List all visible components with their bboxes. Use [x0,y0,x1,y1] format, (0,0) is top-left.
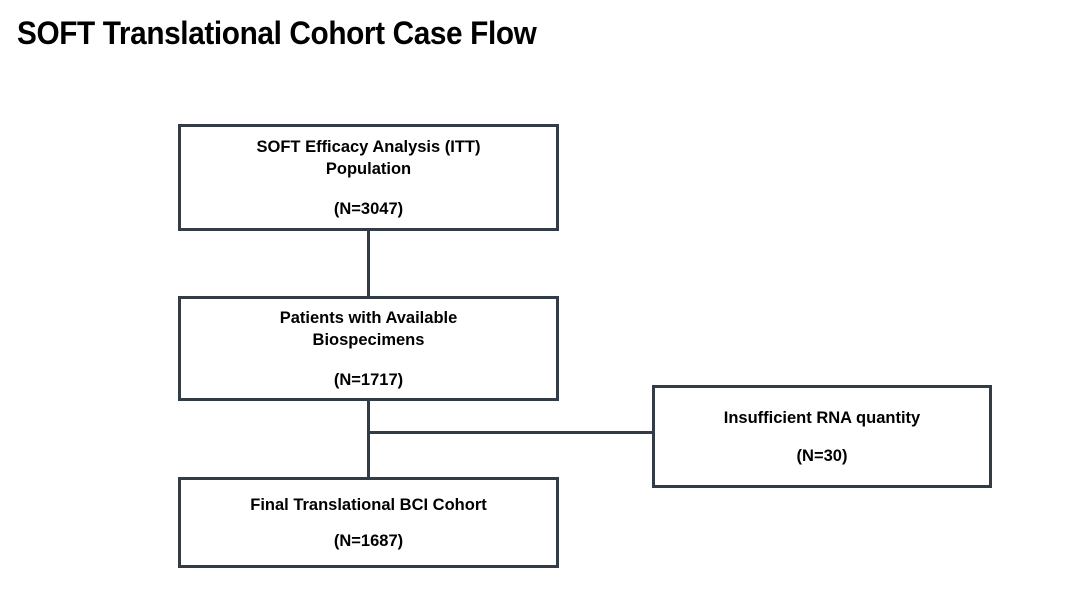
flow-node-final-translational-cohort: Final Translational BCI Cohort (N=1687) [178,477,559,568]
flow-node-insufficient-rna: Insufficient RNA quantity (N=30) [652,385,992,488]
flow-node-available-biospecimens-count: (N=1717) [333,370,404,389]
flow-node-insufficient-rna-label: Insufficient RNA quantity [723,408,921,427]
connector-biospecimens-to-final-cohort [367,401,370,477]
connector-branch-to-insufficient-rna [367,431,652,434]
flow-node-final-translational-cohort-count: (N=1687) [333,531,404,550]
flow-node-itt-population-label: SOFT Efficacy Analysis (ITT) Population [256,137,481,178]
flow-node-available-biospecimens: Patients with Available Biospecimens (N=… [178,296,559,401]
flow-node-insufficient-rna-count: (N=30) [796,446,848,465]
flow-node-itt-population: SOFT Efficacy Analysis (ITT) Population … [178,124,559,231]
flow-node-available-biospecimens-label: Patients with Available Biospecimens [279,308,458,349]
connector-itt-to-biospecimens [367,231,370,296]
flow-node-final-translational-cohort-label: Final Translational BCI Cohort [250,495,487,514]
page-title: SOFT Translational Cohort Case Flow [17,15,537,51]
flow-node-itt-population-count: (N=3047) [333,199,404,218]
